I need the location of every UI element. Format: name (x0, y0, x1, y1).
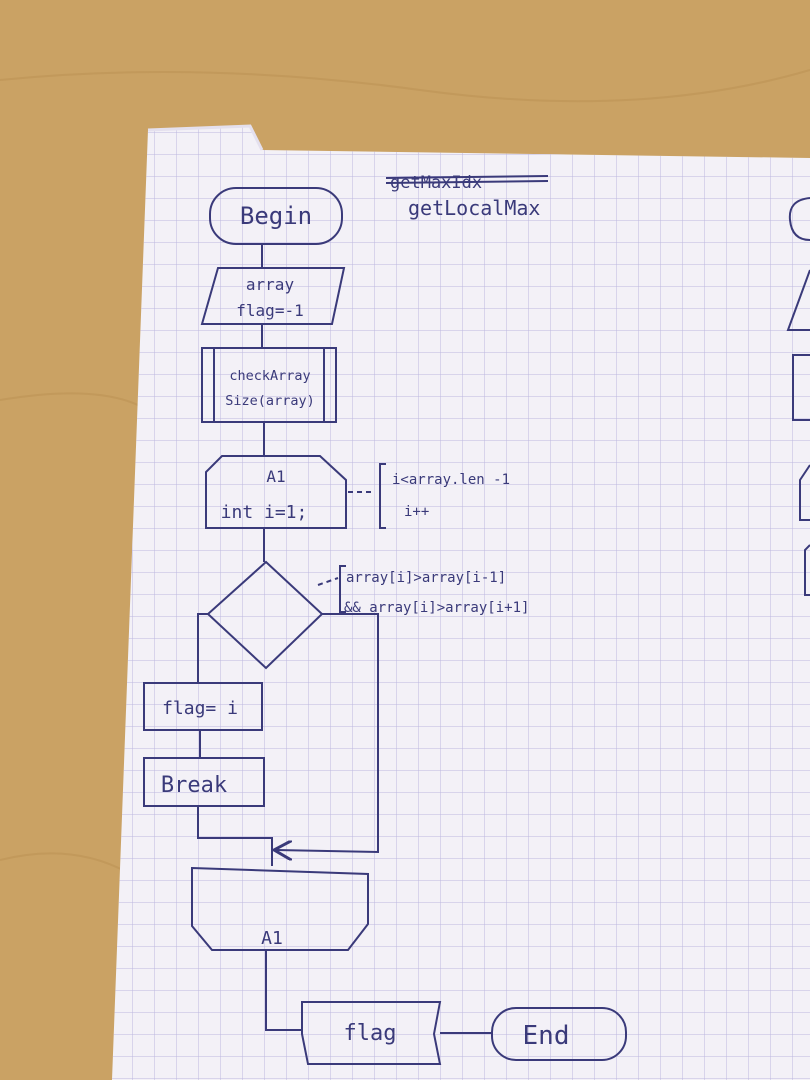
title-text: getLocalMax (408, 196, 540, 220)
subroutine-line-2: Size(array) (225, 393, 314, 409)
subroutine-box: checkArray Size(array) (201, 347, 337, 423)
end-text: End (523, 1021, 570, 1051)
input-line-2: flag=-1 (236, 301, 303, 320)
input-parallelogram: array flag=-1 (200, 267, 346, 325)
break-text: Break (161, 773, 227, 798)
decision-line-2: && array[i]>array[i+1] (344, 600, 529, 616)
begin-terminal: Begin (209, 187, 343, 245)
output-shape: flag (301, 1001, 442, 1065)
loop-start-init: int i=1; (221, 502, 308, 523)
loop-start-label: A1 (266, 467, 285, 486)
loop-end-label: A1 (261, 928, 283, 949)
assign-process-box: flag= i (143, 682, 263, 731)
decision-diamond (206, 560, 324, 670)
loop-end-shape: A1 (191, 866, 369, 951)
diagram-title: getMaxIdx getLocalMax (385, 173, 549, 220)
subroutine-line-1: checkArray (229, 368, 310, 384)
output-text: flag (344, 1021, 397, 1046)
loop-start-shape: A1 int i=1; (205, 455, 347, 529)
decision-line-1: array[i]>array[i-1] (346, 570, 506, 586)
flow-connectors (197, 245, 492, 1034)
break-process-box: Break (143, 757, 265, 807)
begin-text: Begin (240, 202, 312, 230)
decision-condition-note: array[i]>array[i-1] && array[i]>array[i+… (339, 565, 529, 616)
loop-condition-note: i<array.len -1 i++ (379, 463, 510, 529)
end-terminal: End (491, 1007, 627, 1061)
loop-cond-line-2: i++ (404, 504, 429, 520)
assign-text: flag= i (162, 698, 238, 719)
partial-flowchart-right-edge (786, 197, 810, 596)
input-line-1: array (246, 275, 295, 294)
loop-cond-line-1: i<array.len -1 (392, 472, 510, 488)
